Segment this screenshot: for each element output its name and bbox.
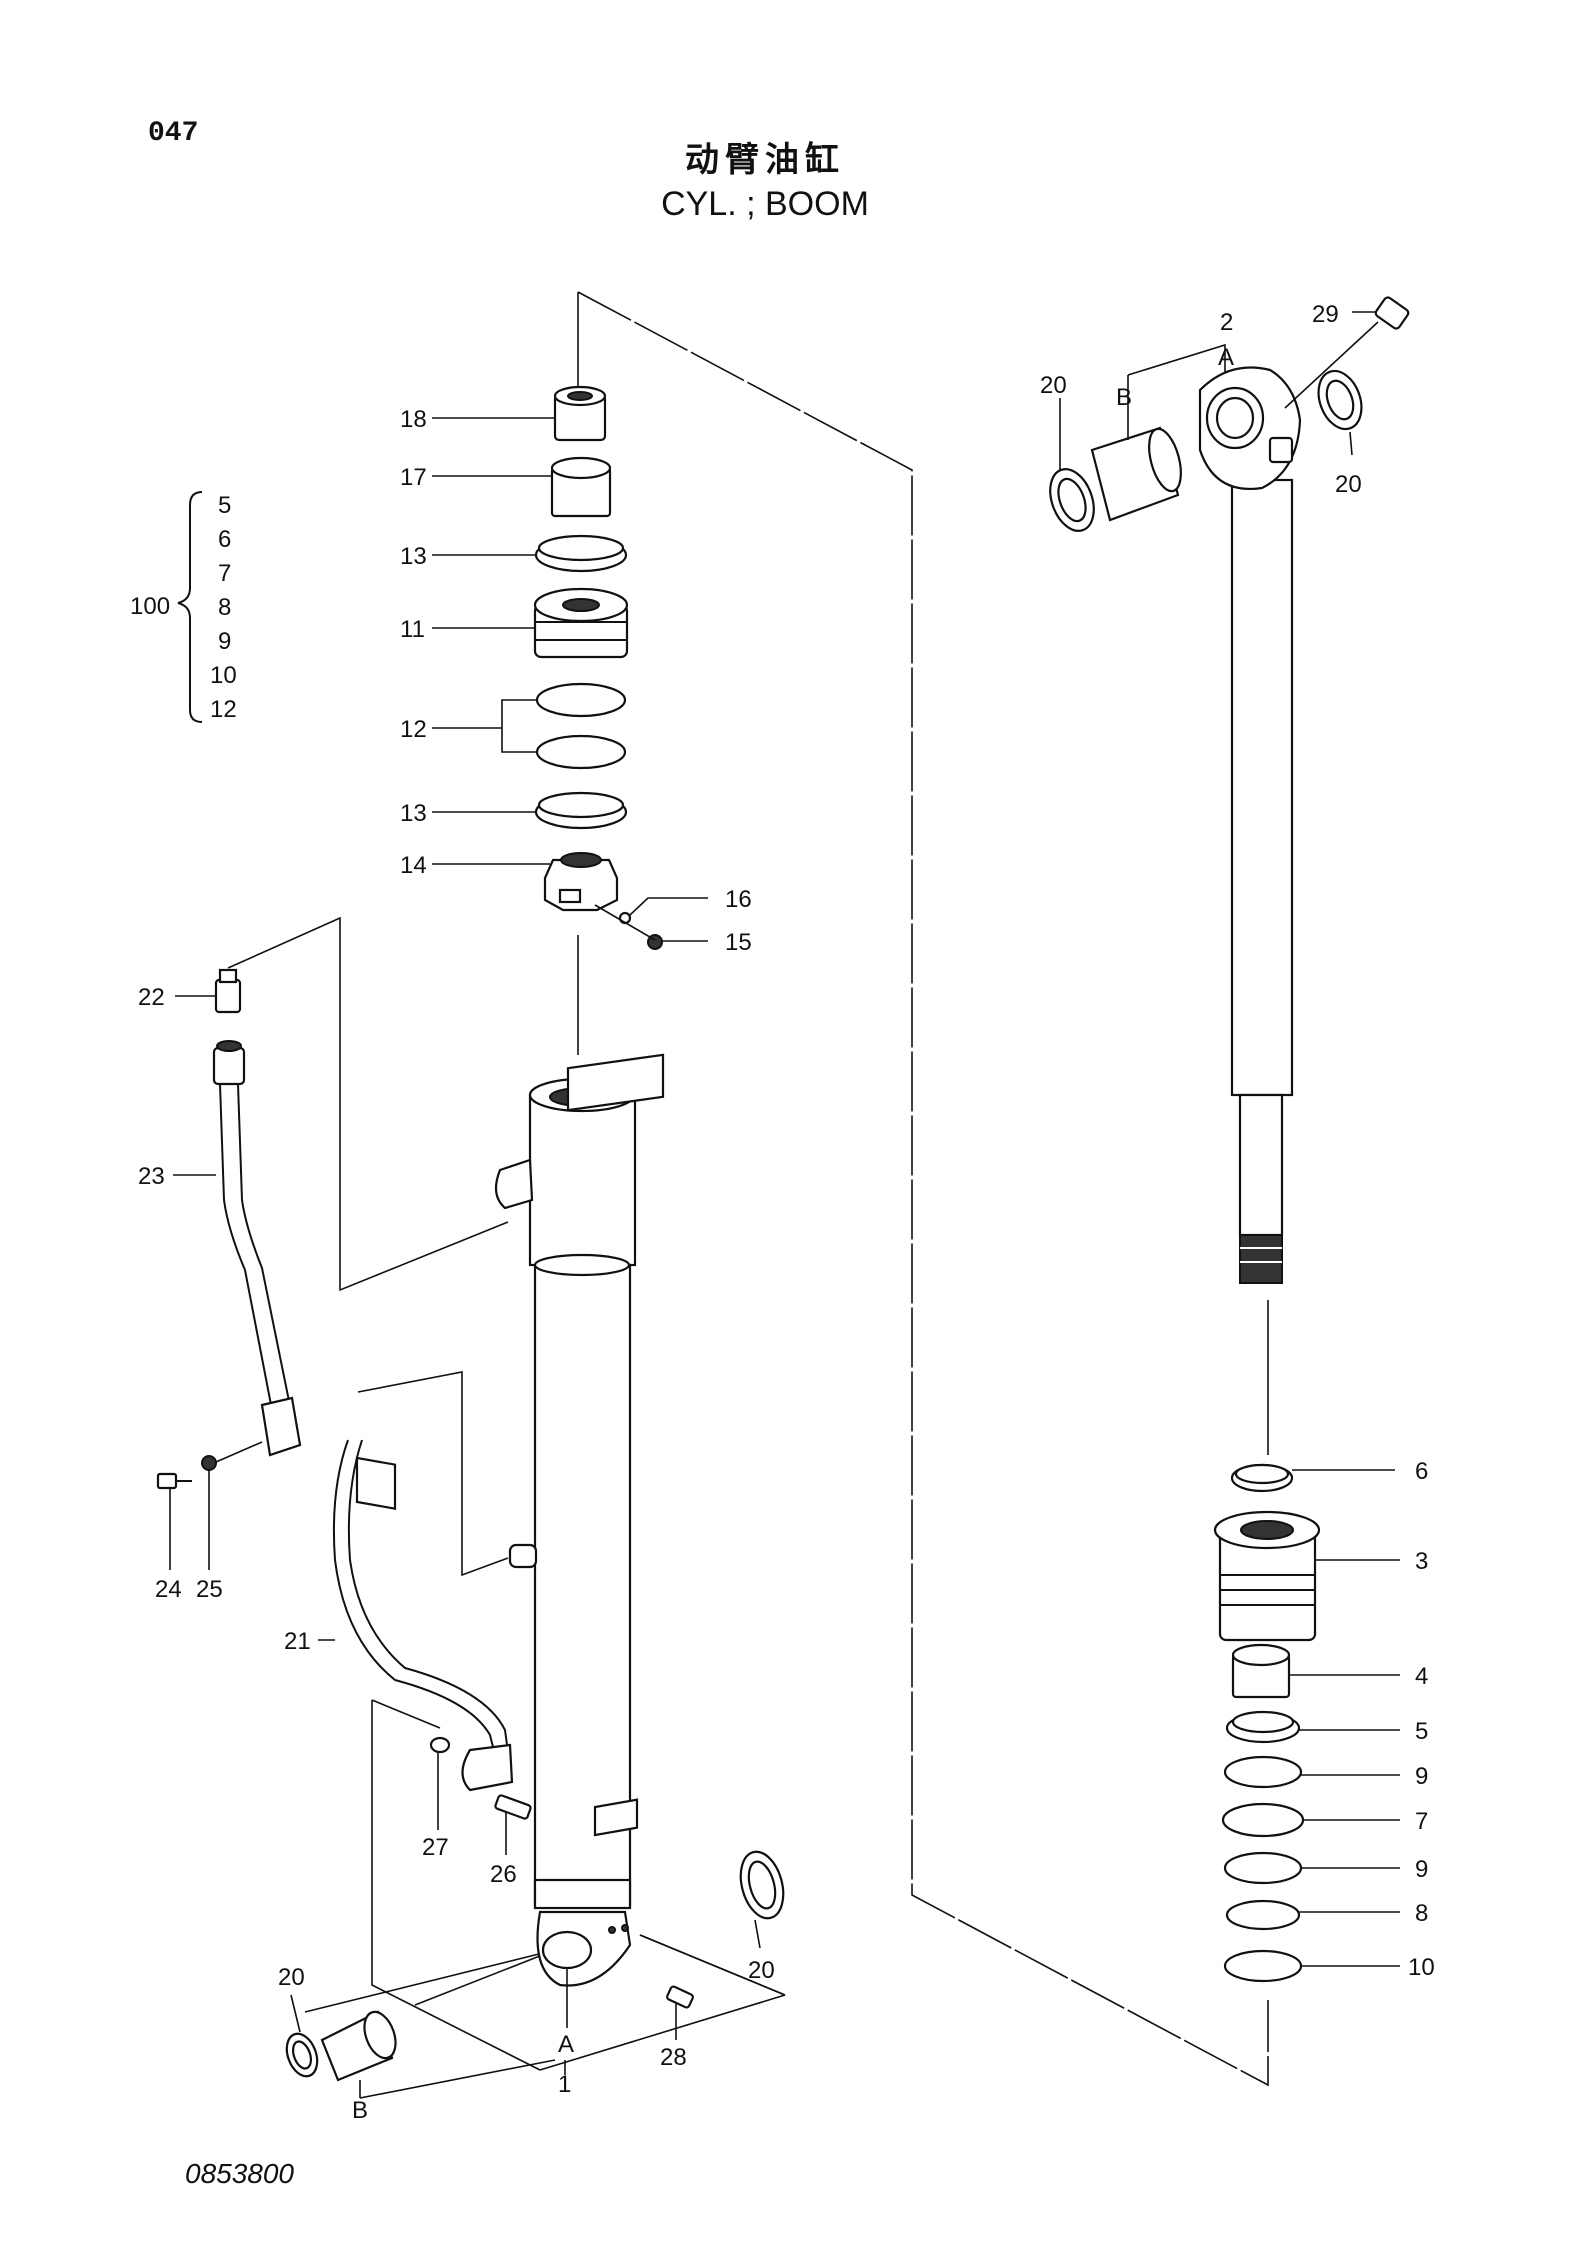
grease-fitting-29	[1284, 296, 1410, 409]
kit-item-5: 5	[218, 492, 231, 519]
piston-rod-2	[1198, 366, 1302, 1284]
callout-7: 7	[1415, 1808, 1428, 1835]
fitting-22	[214, 968, 242, 1014]
callout-3: 3	[1415, 1548, 1428, 1575]
o-ring-27	[429, 1736, 451, 1754]
callout-a-lower: A	[558, 2031, 574, 2058]
seal-5	[1225, 1710, 1301, 1744]
piston-11	[533, 587, 629, 659]
callout-12: 12	[400, 716, 427, 743]
callout-22: 22	[138, 984, 165, 1011]
nut-14	[543, 852, 619, 912]
ring-7	[1221, 1802, 1305, 1838]
pin-bushing-b-lower	[320, 2010, 397, 2082]
ring-13-upper	[534, 534, 628, 573]
dust-seal-20-lower-left	[285, 2032, 319, 2078]
bushing-18	[553, 385, 607, 442]
kit-100-bracket: 100 5 6 7 8 9 10 12	[130, 491, 237, 723]
title-english: CYL. ; BOOM	[661, 185, 869, 223]
callout-9-lower: 9	[1415, 1856, 1428, 1883]
ball-16	[618, 911, 632, 925]
callout-6: 6	[1415, 1458, 1428, 1485]
callout-5: 5	[1415, 1718, 1428, 1745]
dust-seal-20-upper-right	[1317, 369, 1363, 431]
cylinder-tube-1	[494, 1053, 665, 1987]
callout-29: 29	[1312, 301, 1339, 328]
assembly-reference-lines	[227, 291, 1269, 2099]
callout-8: 8	[1415, 1900, 1428, 1927]
kit-item-6: 6	[218, 526, 231, 553]
kit-item-10: 10	[210, 662, 237, 689]
leader-lines	[169, 311, 1400, 2098]
kit-number: 100	[130, 593, 170, 620]
o-ring-12-upper	[535, 682, 627, 718]
washer-25	[201, 1455, 217, 1471]
title-chinese: 动臂油缸	[685, 140, 845, 180]
ring-9-upper	[1223, 1755, 1303, 1789]
rod-cover-3	[1213, 1510, 1321, 1642]
callout-23: 23	[138, 1163, 165, 1190]
callout-9-upper: 9	[1415, 1763, 1428, 1790]
pipe-23	[212, 1040, 302, 1457]
callout-a-upper: A	[1218, 344, 1234, 371]
callout-20-upper-right: 20	[1335, 471, 1362, 498]
page-number: 047	[148, 118, 199, 149]
seal-6	[1230, 1463, 1294, 1493]
callout-28: 28	[660, 2044, 687, 2071]
callout-17: 17	[400, 464, 427, 491]
bushing-4	[1231, 1643, 1291, 1699]
callout-25: 25	[196, 1576, 223, 1603]
callout-20-upper-left: 20	[1040, 372, 1067, 399]
callout-24: 24	[155, 1576, 182, 1603]
dust-seal-20-upper-left	[1049, 468, 1095, 532]
dust-seal-20-lower-right	[739, 1850, 785, 1920]
kit-item-8: 8	[218, 594, 231, 621]
callout-18: 18	[400, 406, 427, 433]
callout-4: 4	[1415, 1663, 1428, 1690]
callout-13-upper: 13	[400, 543, 427, 570]
callout-20-lower-right: 20	[748, 1957, 775, 1984]
callout-16: 16	[725, 886, 752, 913]
callout-10: 10	[1408, 1954, 1435, 1981]
ring-13-lower	[534, 791, 628, 830]
pipe-21	[332, 1439, 514, 1792]
ring-8	[1225, 1899, 1301, 1931]
kit-item-12: 12	[210, 696, 237, 723]
grease-fitting-28	[666, 1985, 694, 2009]
callout-27: 27	[422, 1834, 449, 1861]
callout-b-upper: B	[1116, 384, 1132, 411]
pin-bushing-b-upper	[1090, 426, 1182, 522]
callout-b-lower: B	[352, 2097, 368, 2124]
callout-15: 15	[725, 929, 752, 956]
kit-item-7: 7	[218, 560, 231, 587]
bolt-26	[494, 1794, 532, 1820]
drawing-code: 0853800	[185, 2158, 295, 2189]
callout-2: 2	[1220, 309, 1233, 336]
callout-26: 26	[490, 1861, 517, 1888]
bushing-17	[550, 456, 612, 518]
callout-11: 11	[400, 616, 425, 643]
callout-1: 1	[558, 2071, 571, 2098]
callout-labels: 18 17 13 11 12 13 14 16 15 22 23 24 25 2…	[138, 301, 1435, 2124]
callout-13-lower: 13	[400, 800, 427, 827]
callout-14: 14	[400, 852, 427, 879]
o-ring-10	[1223, 1949, 1303, 1983]
o-ring-12-lower	[535, 734, 627, 770]
callout-20-lower-left: 20	[278, 1964, 305, 1991]
callout-21: 21	[284, 1628, 311, 1655]
kit-item-9: 9	[218, 628, 231, 655]
bolt-24	[156, 1472, 192, 1490]
ring-9-lower	[1223, 1851, 1303, 1885]
